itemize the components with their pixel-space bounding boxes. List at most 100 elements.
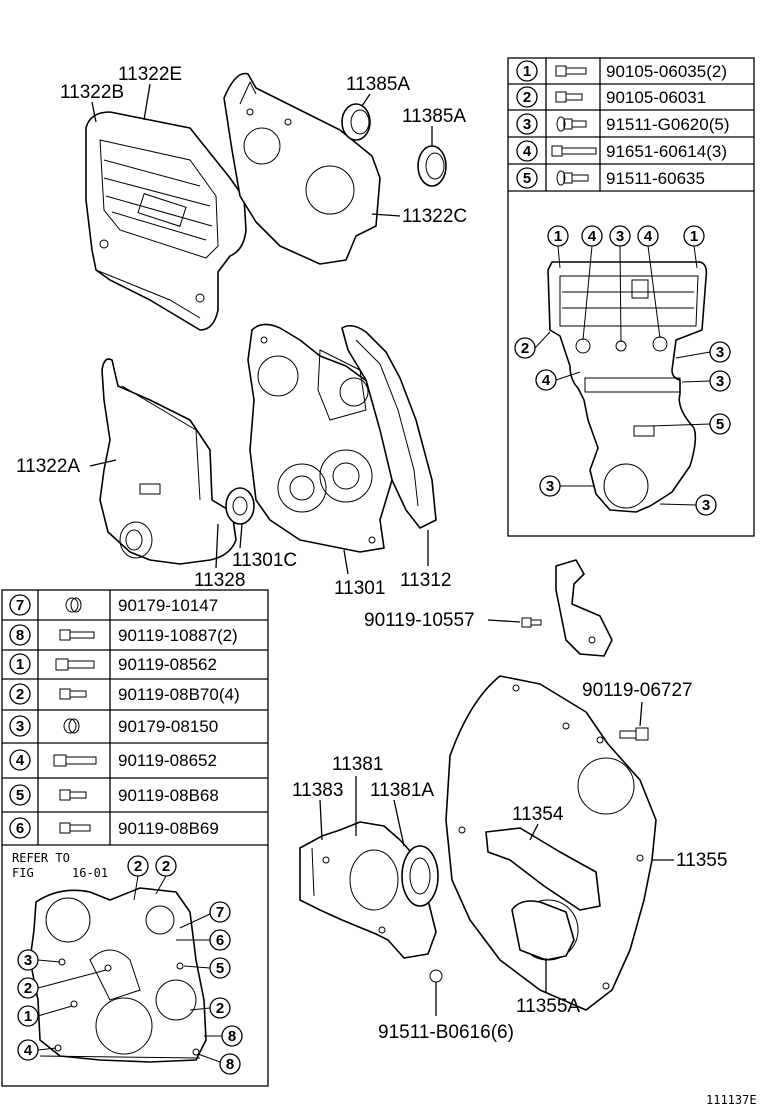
callout-num: 3 [546,478,554,495]
left-table-part: 90179-10147 [118,596,218,615]
callout-num: 7 [216,904,224,921]
part-label: 11381 [332,754,383,775]
left-table-num: 1 [16,656,24,673]
callout-num: 8 [228,1028,236,1045]
callout-num: 1 [690,228,698,245]
top-table-part: 91651-60614(3) [606,142,727,161]
end-plate-cover [511,900,575,961]
washer-bolt-icon [556,170,589,186]
timing-gear-case [247,323,393,553]
left-table-part: 90119-08B70(4) [118,685,240,704]
left-inset-callouts: 2 2 7 6 3 5 2 2 1 8 4 8 [17,855,243,1075]
callout-num: 5 [716,416,724,433]
callout-num: 2 [216,1000,224,1017]
left-table-num-col: 7 8 1 2 3 4 5 6 [9,594,31,839]
stud-bolt-icon [551,145,597,157]
left-table-part: 90119-08B69 [118,819,219,838]
top-table-num-col: 1 2 3 4 5 [516,60,538,189]
callout-num: 2 [521,340,529,357]
callout-num: 3 [24,952,32,969]
left-fastener-table: 7 8 1 2 3 4 5 6 90179-10147 90119-10887(… [1,589,269,1087]
timing-cover-no1 [99,358,255,565]
callout-num: 3 [716,344,724,361]
left-table-part: 90119-08562 [118,655,217,674]
top-table-num: 4 [523,143,532,160]
left-table-num: 2 [16,686,24,703]
part-label: 11355A [516,996,580,1017]
callout-num: 6 [216,932,224,949]
bolt-icon [59,629,95,641]
top-table-num: 1 [523,63,531,80]
oil-seal-1 [341,103,371,141]
part-label: 11322E [118,64,182,85]
callout-num: 3 [702,497,710,514]
part-label: 91511-B0616(6) [378,1022,514,1043]
top-table-num: 5 [523,170,531,187]
left-table-num: 7 [16,597,24,614]
part-label: 11354 [512,804,564,825]
bracket [555,559,613,657]
bolt-icon [59,822,91,834]
callout-num: 3 [716,373,724,390]
part-label: 11301C [232,550,297,571]
refer-note-line1: REFER TO [12,851,70,865]
left-table-part: 90119-10887(2) [118,626,238,645]
left-table-part: 90119-08B68 [118,786,219,805]
refer-note-line2: FIG [12,866,34,880]
engine-end-plate [445,675,657,1011]
left-table-num: 8 [16,627,24,644]
part-label: 11322B [60,82,124,103]
part-label: 11322A [16,456,80,477]
washer-bolt-icon [556,116,587,132]
end-plate-bracket [485,827,601,911]
part-label: 11301 [334,578,385,599]
oil-seal-2 [417,145,447,187]
left-table-part: 90119-08652 [118,751,217,770]
bolt-icon [521,617,542,628]
callout-num: 2 [24,980,32,997]
part-label: 11381A [370,780,434,801]
left-table-num: 3 [16,718,24,735]
bolt-icon [55,658,95,671]
callout-num: 8 [226,1056,234,1073]
part-label: 11385A [346,74,410,95]
left-table-part: 90179-08150 [118,717,218,736]
timing-case-gasket [341,324,437,529]
top-inset-cover-drawing [547,261,708,513]
bolt-icon [555,65,587,77]
callout-num: 2 [134,858,142,875]
bolt-icon [59,688,87,700]
part-label: 90119-06727 [582,680,693,701]
callout-num: 1 [24,1008,32,1025]
diagram-id: 111137E [706,1093,757,1107]
timing-cover-gasket [223,72,381,265]
timing-cover-no2 [85,111,247,331]
part-label: 11312 [400,570,451,591]
left-table-num: 4 [16,752,25,769]
part-label: 11355 [676,850,727,871]
left-table-num: 5 [16,787,24,804]
bolt-icon [53,754,97,767]
callout-num: 2 [162,858,170,875]
bolt-icon [59,789,87,801]
left-inset-case-drawing [29,887,207,1063]
left-table-num: 6 [16,820,24,837]
callout-num: 4 [542,372,551,389]
callout-num: 4 [588,228,597,245]
rear-oil-seal-retainer [299,821,439,959]
part-label: 90119-10557 [364,610,475,631]
bolt-icon [429,969,443,983]
nut-icon [65,597,82,613]
top-table-part: 91511-G0620(5) [606,115,730,134]
bolt-icon [555,91,583,103]
callout-num: 5 [216,960,224,977]
nut-icon [63,718,80,734]
top-table-part: 90105-06035(2) [606,62,727,81]
refer-note-fig: 16-01 [72,866,108,880]
top-table-part: 91511-60635 [606,169,705,188]
part-label: 11322C [402,206,467,227]
part-label: 11328 [194,570,245,591]
bolt-icon [619,727,649,741]
top-table-num: 3 [523,116,531,133]
